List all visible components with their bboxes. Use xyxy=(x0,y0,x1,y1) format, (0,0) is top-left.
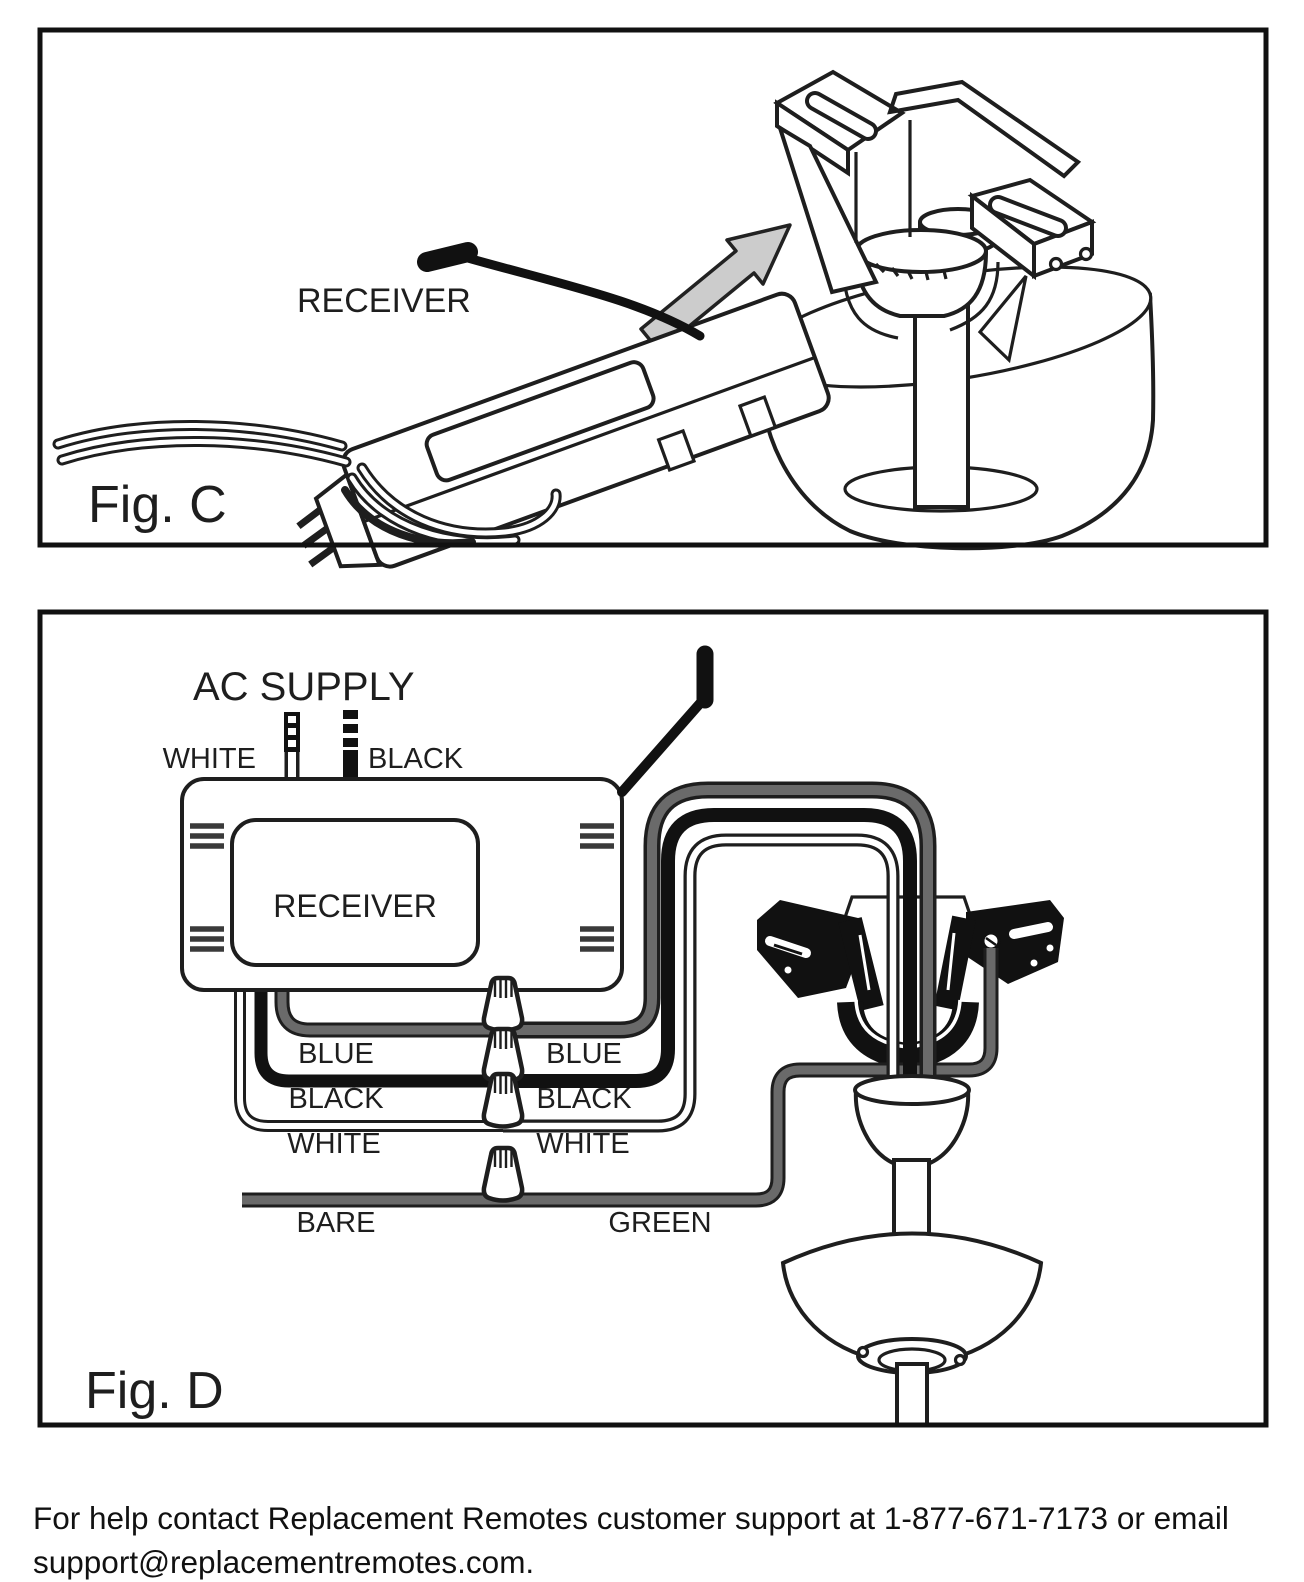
canopy-screw xyxy=(953,1353,967,1367)
bracket-left-slot xyxy=(765,936,811,958)
ac-black-wire xyxy=(343,710,358,782)
blue-right-label: BLUE xyxy=(546,1038,622,1070)
bracket-left-leg xyxy=(838,917,884,1011)
green-label: GREEN xyxy=(608,1207,711,1239)
ac-black-label: BLACK xyxy=(368,743,464,775)
ground-wire xyxy=(242,948,999,1208)
receiver-label-recess xyxy=(424,360,656,483)
support-footer-line2: support@replacementremotes.com. xyxy=(33,1544,535,1580)
receiver-wires xyxy=(52,420,562,548)
mounting-bracket-strap xyxy=(887,79,1082,179)
figure-c-caption: Fig. C xyxy=(88,476,227,534)
receiver-output-wires xyxy=(234,992,503,1132)
mounting-bracket-right-arm xyxy=(967,177,1097,281)
black-right-label: BLACK xyxy=(536,1083,632,1115)
wire-nut xyxy=(484,978,522,1031)
bracket-left-lug xyxy=(757,900,864,998)
bracket-screw-hole xyxy=(1048,256,1064,272)
receiver-notch xyxy=(737,395,778,439)
support-footer: For help contact Replacement Remotes cus… xyxy=(33,1496,1273,1582)
blue-left-label: BLUE xyxy=(298,1038,374,1070)
fan-black-wire xyxy=(503,808,917,1093)
wire-nut xyxy=(484,1148,522,1201)
ac-supply-wires xyxy=(284,710,358,782)
receiver-device xyxy=(296,291,831,569)
ac-supply-label: AC SUPPLY xyxy=(193,665,415,709)
bracket-right-lug xyxy=(966,900,1064,984)
receiver-label-c: RECEIVER xyxy=(297,282,471,320)
antenna-wire xyxy=(417,242,705,341)
receiver-blue-wire xyxy=(274,992,503,1038)
canopy-screw xyxy=(856,1345,870,1359)
canopy-d xyxy=(780,1231,1044,1375)
receiver-notch xyxy=(656,428,697,472)
bracket-screw-hole xyxy=(1078,246,1094,262)
receiver-label-d: RECEIVER xyxy=(273,888,437,924)
mounting-bracket-left-arm xyxy=(773,69,912,295)
downrod-d xyxy=(895,1362,929,1427)
bare-label: BARE xyxy=(297,1207,376,1239)
antenna-wire-d xyxy=(617,645,714,797)
black-left-label: BLACK xyxy=(288,1083,384,1115)
fan-wires xyxy=(503,781,937,1133)
figure-d: AC SUPPLY WHITE BLACK RECEIVER BLUE BLUE… xyxy=(37,609,1269,1428)
figure-c: RECEIVER Fig. C xyxy=(37,27,1269,569)
bracket-right-leg xyxy=(934,915,976,1011)
support-footer-line1: For help contact Replacement Remotes cus… xyxy=(33,1500,1229,1536)
figure-d-border xyxy=(37,609,1269,1428)
hanger-ball xyxy=(853,1074,971,1165)
white-right-label: WHITE xyxy=(536,1128,629,1160)
bracket-right-slot xyxy=(1009,922,1053,939)
white-left-label: WHITE xyxy=(287,1128,380,1160)
receiver-black-wire xyxy=(254,992,503,1088)
ac-white-label: WHITE xyxy=(163,743,256,775)
figure-d-caption: Fig. D xyxy=(85,1362,224,1420)
receiver-box xyxy=(180,777,624,992)
figure-c-border xyxy=(37,27,1269,548)
canopy-fold xyxy=(977,274,1028,364)
wire-nut xyxy=(484,1074,522,1127)
